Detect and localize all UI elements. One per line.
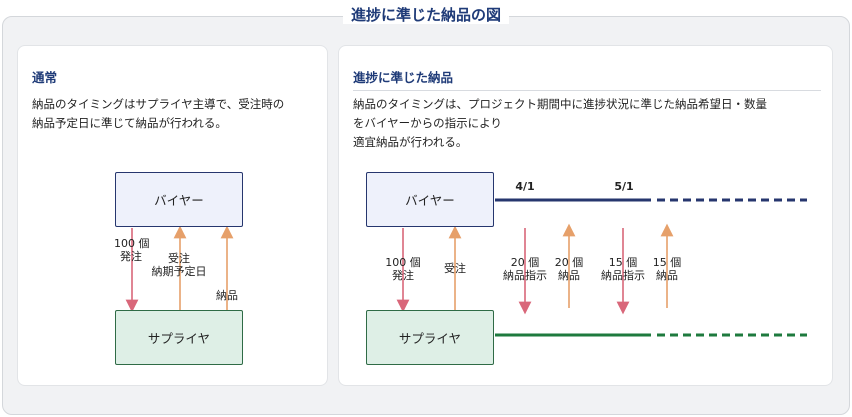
buyer-box: バイヤー <box>115 172 243 227</box>
desc-line: 納品のタイミングはサプライヤ主導で、受注時の <box>32 97 285 111</box>
desc-line: 納品のタイミングは、プロジェクト期間中に進捗状況に準じた納品希望日・数量 <box>353 97 767 111</box>
buyer-box: バイヤー <box>366 172 494 227</box>
delivery-label-a: 20 個 納品 <box>554 256 584 282</box>
date-label: 5/1 <box>614 180 634 193</box>
order-label: 100 個 発注 <box>385 256 421 282</box>
panel-normal-description: 納品のタイミングはサプライヤ主導で、受注時の 納品予定日に準じて納品が行われる。 <box>32 95 284 133</box>
date-label: 4/1 <box>515 180 535 193</box>
desc-line: をバイヤーからの指示により <box>353 116 502 130</box>
desc-line: 納品予定日に準じて納品が行われる。 <box>32 116 227 130</box>
order-label: 100 個 発注 <box>114 237 150 263</box>
progress-flow-arrows <box>396 198 807 337</box>
normal-flow-arrows <box>125 225 234 313</box>
delivery-label-b: 15 個 納品 <box>652 256 682 282</box>
page-title: 進捗に準じた納品の図 <box>0 4 852 26</box>
instruct-label-a: 20 個 納品指示 <box>503 256 547 282</box>
accept-label: 受注 納期予定日 <box>151 252 207 278</box>
desc-line: 適宜納品が行われる。 <box>353 135 468 149</box>
panel-normal: 通常 納品のタイミングはサプライヤ主導で、受注時の 納品予定日に準じて納品が行わ… <box>17 45 328 386</box>
panel-progress-description: 納品のタイミングは、プロジェクト期間中に進捗状況に準じた納品希望日・数量 をバイ… <box>353 95 767 152</box>
panel-normal-heading: 通常 <box>32 70 58 85</box>
supplier-box: サプライヤ <box>115 310 243 365</box>
panel-progress-heading: 進捗に準じた納品 <box>353 67 821 91</box>
accept-label: 受注 <box>444 262 466 275</box>
panel-progress: 進捗に準じた納品 納品のタイミングは、プロジェクト期間中に進捗状況に準じた納品希… <box>338 45 833 386</box>
supplier-box: サプライヤ <box>366 310 494 365</box>
delivery-label: 納品 <box>216 289 238 302</box>
instruct-label-b: 15 個 納品指示 <box>601 256 645 282</box>
